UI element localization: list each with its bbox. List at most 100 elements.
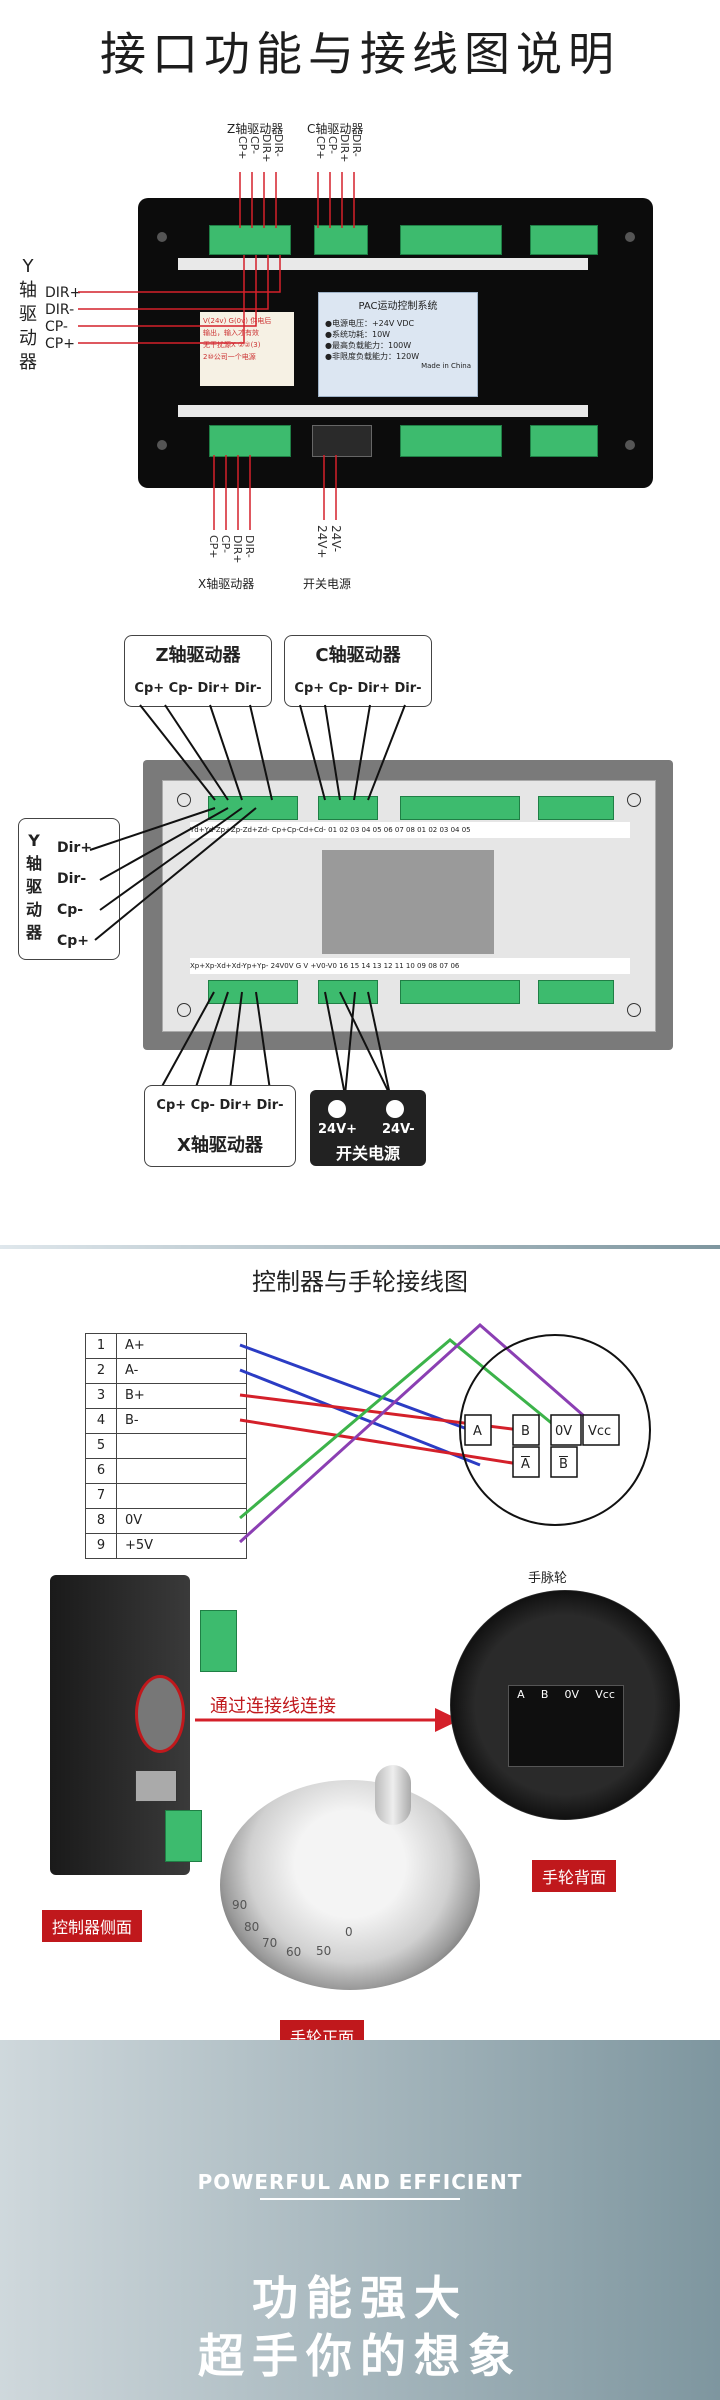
terminal-block-top-c <box>314 225 368 255</box>
tag-handwheel-back: 手轮背面 <box>532 1860 617 1892</box>
screw-hole-icon <box>157 232 167 242</box>
terminal-block-top-z <box>209 225 291 255</box>
power-supply-box: 24V+ 24V- 开关电源 <box>310 1090 426 1166</box>
power-connector <box>312 425 372 457</box>
handwheel-label: 手脉轮 <box>528 1571 568 1586</box>
table-row: 7 <box>86 1484 246 1509</box>
screw-hole-icon <box>625 232 635 242</box>
table-row: 5 <box>86 1434 246 1459</box>
power-minus-dot <box>386 1100 404 1118</box>
label-strip-bottom <box>178 405 588 417</box>
terminal-block-bottom-in <box>530 425 598 457</box>
power-supply-label: 开关电源 <box>303 577 352 591</box>
usb-port-icon <box>135 1770 177 1802</box>
z-pin-dir-minus: DIR- <box>272 134 285 157</box>
z-pin-cp-plus: CP+ <box>236 136 249 160</box>
x-pin-cp-minus: CP- <box>219 535 232 554</box>
terminal-block-bottom-out <box>400 425 502 457</box>
connect-arrow-icon <box>195 1708 460 1732</box>
info-panel: PAC运动控制系统 ●电源电压：+24V VDC ●系统功耗：10W ●最高负载… <box>318 292 478 397</box>
s2-terminal-bottom-out <box>400 980 520 1004</box>
power-24v-plus: 24V+ <box>315 525 329 559</box>
s2-terminal-top-z <box>208 796 298 820</box>
dial-number: 80 <box>244 1920 260 1934</box>
c-pin-cp-minus: CP- <box>326 136 339 155</box>
handwheel-back-terminal: A B 0V Vcc <box>508 1685 624 1767</box>
s2-terminal-bottom-x <box>208 980 298 1004</box>
x-pin-cp-plus: CP+ <box>207 535 220 559</box>
power-plus-dot <box>328 1100 346 1118</box>
x-driver-box: Cp+ Cp- Dir+ Dir- X轴驱动器 <box>144 1085 296 1167</box>
screw-hole-icon <box>157 440 167 450</box>
banner-line-1: 功能强大 <box>252 2271 468 2325</box>
dial-number: 90 <box>232 1898 248 1912</box>
section-3-title: 控制器与手轮接线图 <box>252 1268 468 1296</box>
dial-number: 50 <box>316 1944 332 1958</box>
wiring-diagram-2 <box>89 704 406 1096</box>
s2-strip-top: Yd+Yd-Zp+Zp-Zd+Zd- Cp+Cp-Cd+Cd- 01 02 03… <box>190 822 630 838</box>
note-sticker: V(24v) G(0v) 供电后 输出，输入才有效 无干扰源X ②②(3) 2⑩… <box>200 312 294 386</box>
screw-hole-icon <box>625 440 635 450</box>
s2-strip-bottom: Xp+Xp-Xd+Xd-Yp+Yp- 24V0V G V +V0-V0 16 1… <box>190 958 630 974</box>
dial-number: 0 <box>345 1925 353 1939</box>
c-pin-dir-plus: DIR+ <box>338 134 351 163</box>
banner-english: POWERFUL AND EFFICIENT <box>197 2170 523 2194</box>
banner-line-2: 超手你的想象 <box>198 2329 522 2383</box>
handwheel-wires <box>238 1322 651 1544</box>
dial-number: 70 <box>262 1936 278 1950</box>
side-terminal-top <box>200 1610 237 1672</box>
handwheel-front-photo <box>220 1780 480 1990</box>
y-pin-cp-plus: CP+ <box>45 336 75 352</box>
circle-pin-a: A <box>473 1424 482 1439</box>
power-24v-minus: 24V- <box>329 525 343 553</box>
y-pin-list: DIR+ DIR- CP- CP+ <box>45 285 81 353</box>
terminal-block-top-in <box>530 225 598 255</box>
x-driver-label: X轴驱动器 <box>198 577 255 591</box>
wiring-diagram-1 <box>78 172 355 530</box>
terminal-block-top-out <box>400 225 502 255</box>
controller-screen <box>322 850 494 954</box>
bottom-banner <box>0 2040 720 2400</box>
circle-pin-b-bar: B <box>559 1457 568 1472</box>
s2-terminal-top-in <box>538 796 614 820</box>
z-pin-cp-minus: CP- <box>248 136 261 155</box>
z-pin-dir-plus: DIR+ <box>260 134 273 163</box>
s2-terminal-top-out <box>400 796 520 820</box>
y-pin-dir-minus: DIR- <box>45 302 75 318</box>
side-terminal-bottom <box>165 1810 202 1862</box>
y-driver-label: Y 轴 驱 动 器 <box>19 256 37 373</box>
c-driver-box: C轴驱动器 Cp+ Cp- Dir+ Dir- <box>284 635 432 707</box>
section-divider <box>0 1245 720 1249</box>
y-pin-dir-plus: DIR+ <box>45 285 82 301</box>
circle-pin-a-bar: A <box>521 1457 530 1472</box>
x-pin-dir-plus: DIR+ <box>231 535 244 564</box>
circle-pin-b: B <box>521 1424 530 1439</box>
y-pin-cp-minus: CP- <box>45 319 68 335</box>
mount-hole-icon <box>177 1003 191 1017</box>
c-driver-label: C轴驱动器 <box>307 122 364 136</box>
tag-controller-side: 控制器侧面 <box>42 1910 143 1942</box>
z-driver-label: Z轴驱动器 <box>227 122 284 136</box>
connect-text: 通过连接线连接 <box>210 1696 336 1717</box>
table-row: 9+5V <box>86 1534 246 1558</box>
c-pin-cp-plus: CP+ <box>314 136 327 160</box>
table-row: 6 <box>86 1459 246 1484</box>
circle-pin-0v: 0V <box>555 1424 573 1439</box>
page-title: 接口功能与接线图说明 <box>100 27 620 81</box>
c-pin-dir-minus: DIR- <box>350 134 363 157</box>
z-driver-box: Z轴驱动器 Cp+ Cp- Dir+ Dir- <box>124 635 272 707</box>
terminal-block-bottom-x <box>209 425 291 457</box>
x-pin-dir-minus: DIR- <box>243 535 256 558</box>
s2-terminal-bottom-in <box>538 980 614 1004</box>
banner-underline <box>260 2198 460 2200</box>
mount-hole-icon <box>177 793 191 807</box>
mount-hole-icon <box>627 1003 641 1017</box>
handwheel-knob <box>375 1765 411 1825</box>
y-driver-box: Y 轴 驱 动 器 Dir+ Dir- Cp- Cp+ <box>18 818 120 960</box>
mount-hole-icon <box>627 793 641 807</box>
